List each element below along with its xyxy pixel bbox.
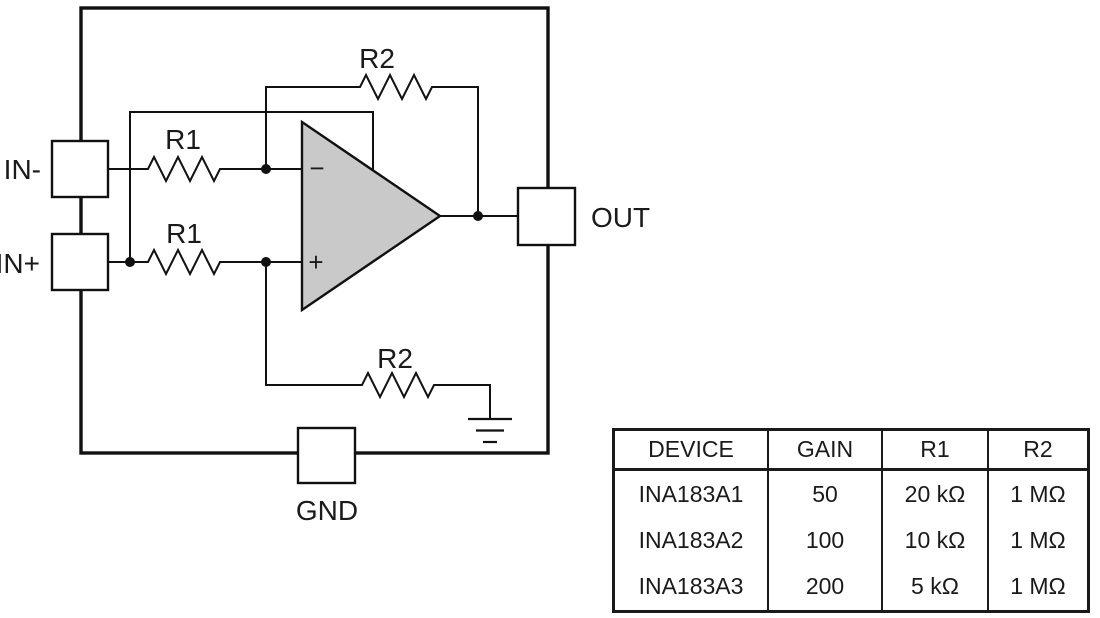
junction-dot-noninverting: [261, 257, 271, 267]
table-header-r1: R1: [883, 431, 989, 471]
cell-gain: 50: [769, 471, 883, 518]
label-in-plus: IN+: [0, 248, 40, 279]
opamp-triangle: [300, 119, 443, 313]
opamp-noninverting-input-label: +: [308, 247, 323, 277]
wire-r1-top: [108, 154, 302, 184]
label-r1-top: R1: [165, 124, 201, 155]
cell-r1: 5 kΩ: [883, 563, 989, 610]
cell-r1: 10 kΩ: [883, 517, 989, 564]
device-gain-table: DEVICE GAIN R1 R2 INA183A1 50 20 kΩ 1 MΩ…: [612, 428, 1090, 613]
cell-r2: 1 MΩ: [1010, 526, 1066, 553]
cell-gain: 200: [769, 563, 883, 610]
cell-device: INA183A2: [615, 517, 769, 564]
label-out: OUT: [591, 202, 650, 233]
label-gnd: GND: [296, 495, 358, 526]
ground-symbol: [468, 417, 512, 444]
label-r1-bottom: R1: [166, 218, 202, 249]
label-r2-top: R2: [359, 43, 395, 74]
cell-device: INA183A3: [615, 563, 769, 610]
label-in-minus: IN-: [4, 154, 41, 185]
junction-dot-output: [473, 211, 483, 221]
opamp-inverting-input-label: −: [309, 153, 324, 183]
wire-in-plus-supply: [129, 111, 374, 262]
cell-gain: 100: [769, 517, 883, 564]
wires-group: [108, 72, 518, 419]
junction-dot-inverting: [261, 164, 271, 174]
cell-r2: 1 MΩ: [1010, 573, 1066, 600]
pin-gnd: [296, 426, 357, 485]
wire-r1-bottom: [108, 247, 302, 277]
table-header-r2: R2: [989, 431, 1087, 471]
table-header-device: DEVICE: [615, 431, 769, 471]
cell-device: INA183A1: [615, 471, 769, 518]
cell-r2: 1 MΩ: [1010, 480, 1066, 507]
pin-out: [516, 186, 577, 247]
pin-in-minus: [50, 139, 110, 199]
cell-r1: 20 kΩ: [883, 471, 989, 518]
table-header-gain: GAIN: [769, 431, 883, 471]
junction-dot-in-plus: [125, 257, 135, 267]
wire-r2-to-ground: [265, 262, 491, 419]
wire-r2-feedback: [265, 72, 479, 216]
pins-group: [50, 139, 577, 485]
pin-in-plus: [50, 232, 110, 292]
label-r2-bottom: R2: [377, 343, 413, 374]
